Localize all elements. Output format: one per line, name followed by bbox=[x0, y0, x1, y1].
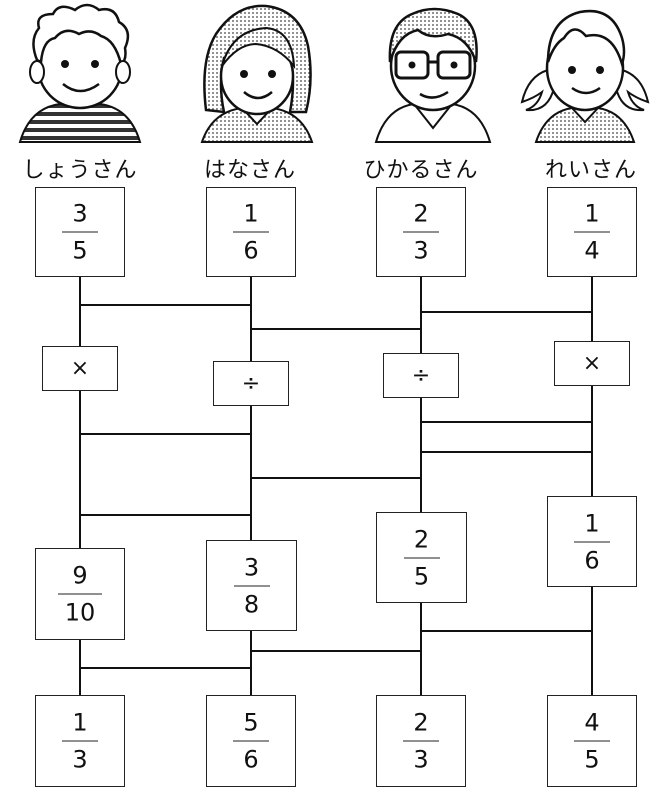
fraction-bar bbox=[574, 541, 610, 542]
character-name: ひかるさん bbox=[363, 158, 479, 183]
operator-box: × bbox=[42, 346, 118, 391]
fraction-bar bbox=[62, 231, 98, 233]
denominator: 6 bbox=[584, 546, 600, 574]
numerator: 2 bbox=[413, 525, 430, 553]
fraction-bar bbox=[574, 740, 610, 742]
fraction-bar bbox=[233, 740, 269, 742]
numerator: 3 bbox=[243, 553, 260, 581]
character-name: しょうさん bbox=[22, 158, 138, 183]
numerator: 1 bbox=[584, 509, 600, 537]
denominator: 8 bbox=[243, 590, 260, 618]
character-face-hana bbox=[200, 4, 314, 143]
denominator: 3 bbox=[413, 745, 429, 774]
fraction-bar bbox=[574, 231, 610, 233]
operator-box: × bbox=[554, 341, 630, 386]
character-name: はなさん bbox=[203, 158, 296, 183]
numerator: 2 bbox=[413, 708, 429, 737]
numerator: 1 bbox=[584, 199, 600, 228]
fraction-bar bbox=[403, 557, 440, 558]
denominator: 5 bbox=[413, 562, 430, 590]
operator-box: ÷ bbox=[383, 353, 459, 398]
fraction-bar bbox=[403, 740, 439, 742]
denominator: 10 bbox=[64, 598, 96, 627]
denominator: 5 bbox=[584, 745, 600, 774]
denominator: 6 bbox=[243, 745, 259, 774]
denominator: 3 bbox=[413, 236, 429, 265]
denominator: 4 bbox=[584, 236, 600, 265]
character-name: れいさん bbox=[544, 158, 637, 183]
fraction-bar bbox=[62, 740, 98, 742]
numerator: 3 bbox=[72, 199, 88, 228]
character-face-hikaru bbox=[374, 7, 492, 143]
numerator: 1 bbox=[243, 199, 259, 228]
fraction-bar bbox=[403, 231, 439, 233]
numerator: 5 bbox=[243, 708, 259, 737]
character-face-shou bbox=[18, 3, 142, 143]
denominator: 3 bbox=[72, 745, 88, 774]
operator-box: ÷ bbox=[213, 361, 289, 406]
fraction-bar bbox=[233, 231, 269, 233]
numerator: 4 bbox=[584, 708, 600, 737]
denominator: 5 bbox=[72, 236, 88, 265]
character-face-rei bbox=[520, 9, 650, 143]
numerator: 2 bbox=[413, 199, 429, 228]
numerator: 9 bbox=[72, 561, 88, 590]
numerator: 1 bbox=[72, 708, 88, 737]
fraction-bar bbox=[233, 585, 270, 586]
denominator: 6 bbox=[243, 236, 259, 265]
fraction-bar bbox=[58, 593, 102, 595]
